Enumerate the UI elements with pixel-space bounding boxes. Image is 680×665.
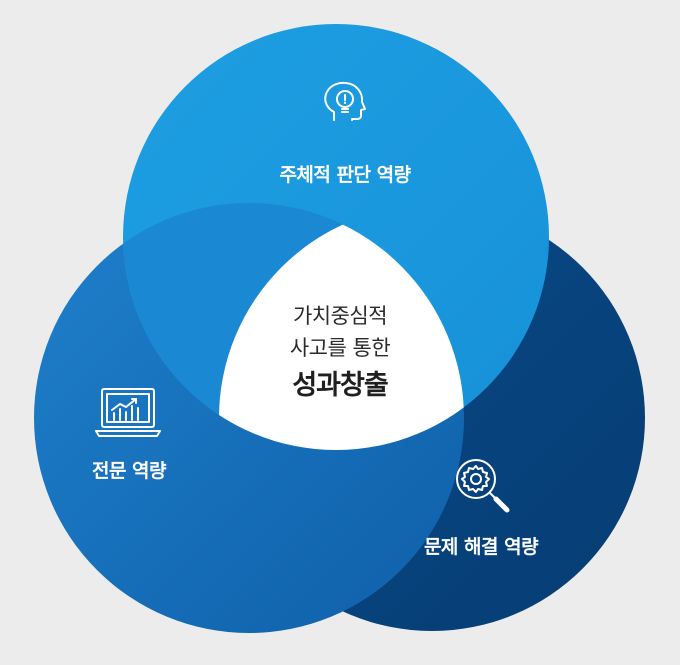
laptop-chart-icon bbox=[95, 388, 161, 437]
center-line-2: 사고를 통한 bbox=[289, 336, 391, 360]
problem-solving-label: 문제 해결 역량 bbox=[423, 536, 539, 558]
head-lightbulb-icon bbox=[324, 81, 366, 121]
center-line-1: 가치중심적 bbox=[292, 304, 388, 328]
expertise-label: 전문 역량 bbox=[91, 460, 167, 482]
gear-magnifier-icon bbox=[456, 459, 510, 513]
center-intersection bbox=[219, 205, 464, 450]
center-highlight: 성과창출 bbox=[292, 370, 388, 401]
center-text: 가치중심적 사고를 통한 성과창출 bbox=[289, 300, 391, 408]
judgment-label: 주체적 판단 역량 bbox=[279, 164, 411, 186]
